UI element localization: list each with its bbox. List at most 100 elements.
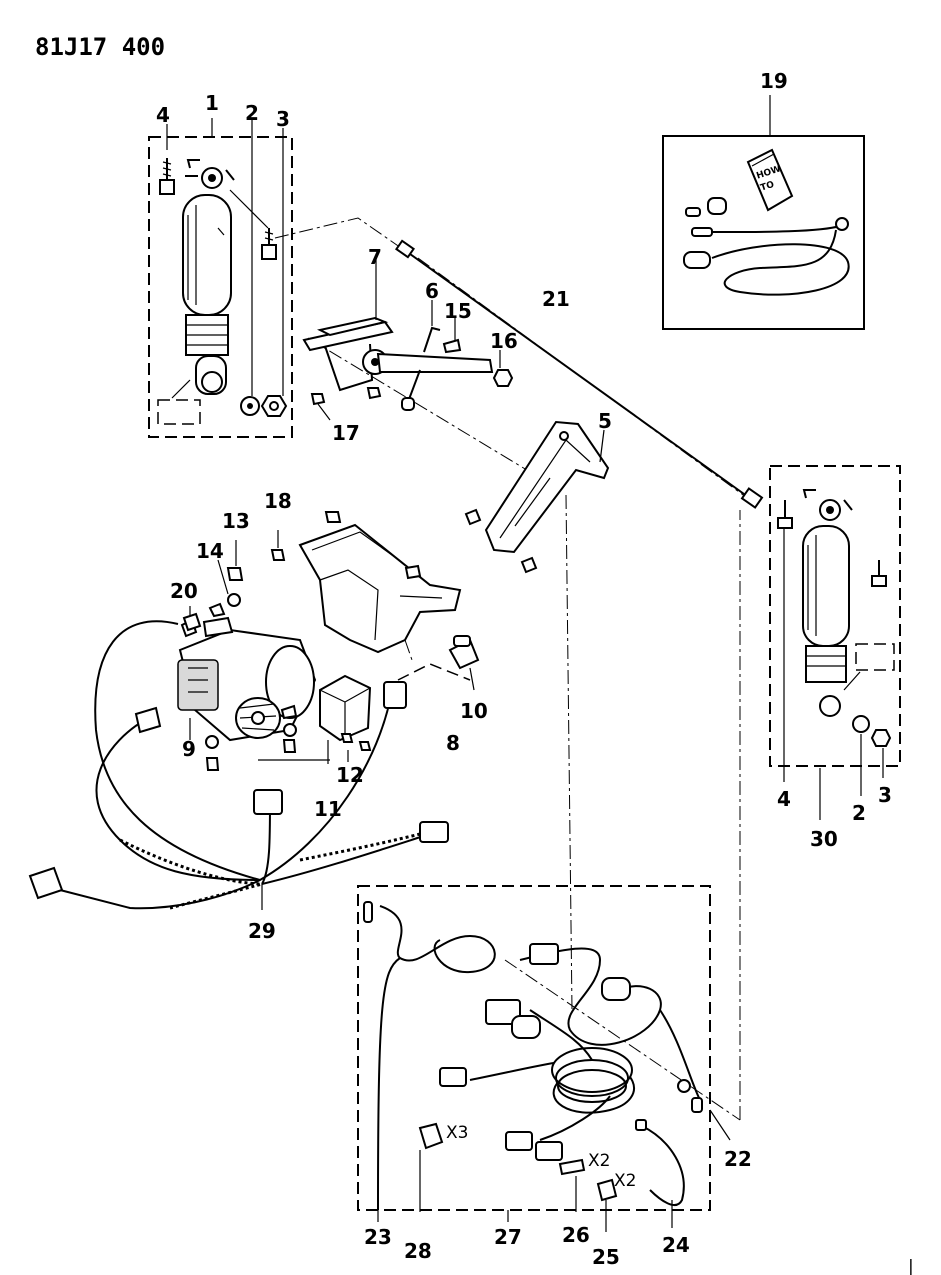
bolt-icon	[270, 549, 286, 561]
left-shock-bottom-eye	[201, 371, 223, 393]
right-shock-absorber-group	[769, 465, 901, 820]
compressor-assembly	[177, 602, 317, 771]
harness-connector	[485, 999, 521, 1025]
repair-kit-group: HOW TO	[662, 95, 865, 330]
part-label-28: 28	[404, 1239, 432, 1263]
bolt-icon	[777, 500, 793, 529]
harness-kit-group	[357, 885, 731, 1232]
part-label-24: 24	[662, 1233, 690, 1257]
reference-code: 81J17 400	[35, 33, 165, 61]
svg-text:TO: TO	[759, 180, 776, 194]
quantity-label-28: X3	[446, 1123, 468, 1143]
nut-icon	[520, 556, 538, 574]
part-label-18: 18	[264, 489, 292, 513]
part-label-5: 5	[598, 409, 612, 433]
part-label-3: 3	[276, 107, 290, 131]
part-label-15: 15	[444, 299, 472, 323]
screw-icon	[340, 733, 354, 743]
harness-connector	[511, 1015, 541, 1039]
part-label-4-right: 4	[777, 787, 791, 811]
part-label-13: 13	[222, 509, 250, 533]
bracket-5	[464, 420, 610, 574]
sensor-arm	[376, 352, 494, 373]
pressure-switch-10	[397, 635, 480, 691]
instruction-booklet-icon: HOW TO	[746, 148, 794, 212]
part-label-17: 17	[332, 421, 360, 445]
quantity-label-25: X2	[614, 1171, 636, 1191]
part-label-20: 20	[170, 579, 198, 603]
bolt-icon	[261, 228, 277, 260]
bolt-icon	[159, 158, 175, 195]
part-label-14: 14	[196, 539, 224, 563]
part-label-2-right: 2	[852, 801, 866, 825]
fitting-icon	[683, 197, 727, 269]
part-label-16: 16	[490, 329, 518, 353]
bolt-icon	[205, 757, 220, 771]
quantity-label-26: X2	[588, 1151, 610, 1171]
height-sensor-group	[302, 258, 514, 421]
wiring-harness-29	[28, 620, 449, 910]
washer-icon	[205, 735, 219, 749]
clip-icon	[558, 1158, 586, 1176]
line-fitting-icon	[395, 239, 415, 259]
screw-icon	[358, 741, 372, 751]
part-label-19: 19	[760, 69, 788, 93]
bolt-icon	[282, 739, 297, 753]
nut-icon	[404, 564, 422, 580]
bolt-icon	[324, 511, 342, 523]
harness-connector	[383, 681, 407, 709]
bolt-icon	[226, 567, 244, 581]
left-shock-kit-box	[148, 136, 293, 438]
part-label-6: 6	[425, 279, 439, 303]
nut-icon	[492, 369, 514, 387]
harness-connector	[419, 821, 449, 843]
harness-coil-23	[379, 905, 496, 974]
part-label-25: 25	[592, 1245, 620, 1269]
part-label-2: 2	[245, 101, 259, 125]
nut-icon	[182, 612, 202, 632]
part-label-4: 4	[156, 103, 170, 127]
repair-kit-box	[662, 135, 865, 330]
part-label-21: 21	[542, 287, 570, 311]
part-label-23: 23	[364, 1225, 392, 1249]
part-label-8: 8	[446, 731, 460, 755]
left-shock-placeholder	[157, 399, 201, 425]
relay-11	[319, 674, 372, 764]
right-shock-body	[802, 525, 850, 647]
washer-icon	[852, 715, 870, 733]
harness-connector	[439, 1067, 467, 1087]
air-line-21	[409, 253, 745, 495]
clip-icon	[596, 1178, 618, 1202]
margin-mark: |	[908, 1257, 914, 1275]
leader-lines	[274, 217, 751, 1121]
bolt-icon	[871, 560, 887, 587]
part-label-9: 9	[182, 737, 196, 761]
part-label-10: 10	[460, 699, 488, 723]
washer-icon	[227, 593, 241, 607]
harness-connector	[529, 943, 559, 965]
harness-connector	[505, 1131, 533, 1151]
part-label-11: 11	[314, 797, 342, 821]
right-shock-kit-box	[769, 465, 901, 767]
nut-icon	[870, 729, 892, 747]
harness-connector	[601, 977, 631, 1001]
part-label-30: 30	[810, 827, 838, 851]
part-label-27: 27	[494, 1225, 522, 1249]
screw-icon	[442, 338, 462, 354]
mounting-bracket-8	[270, 511, 462, 654]
air-line-coil	[711, 229, 850, 296]
connector-clip-icon	[418, 1122, 444, 1150]
left-shock-body	[182, 194, 232, 316]
harness-connector	[28, 866, 64, 900]
left-shock-absorber-group	[148, 118, 293, 438]
part-labels: 1 2 3 4 5 6 7 8 9 10 11 12 13 14 15 16 1…	[156, 69, 892, 1269]
part-label-26: 26	[562, 1223, 590, 1247]
part-label-29: 29	[248, 919, 276, 943]
harness-connector	[253, 789, 283, 815]
part-label-1: 1	[205, 91, 219, 115]
harness-connector	[134, 706, 162, 734]
screw-icon	[310, 387, 382, 406]
harness-connector	[535, 1141, 563, 1161]
part-label-12: 12	[336, 763, 364, 787]
